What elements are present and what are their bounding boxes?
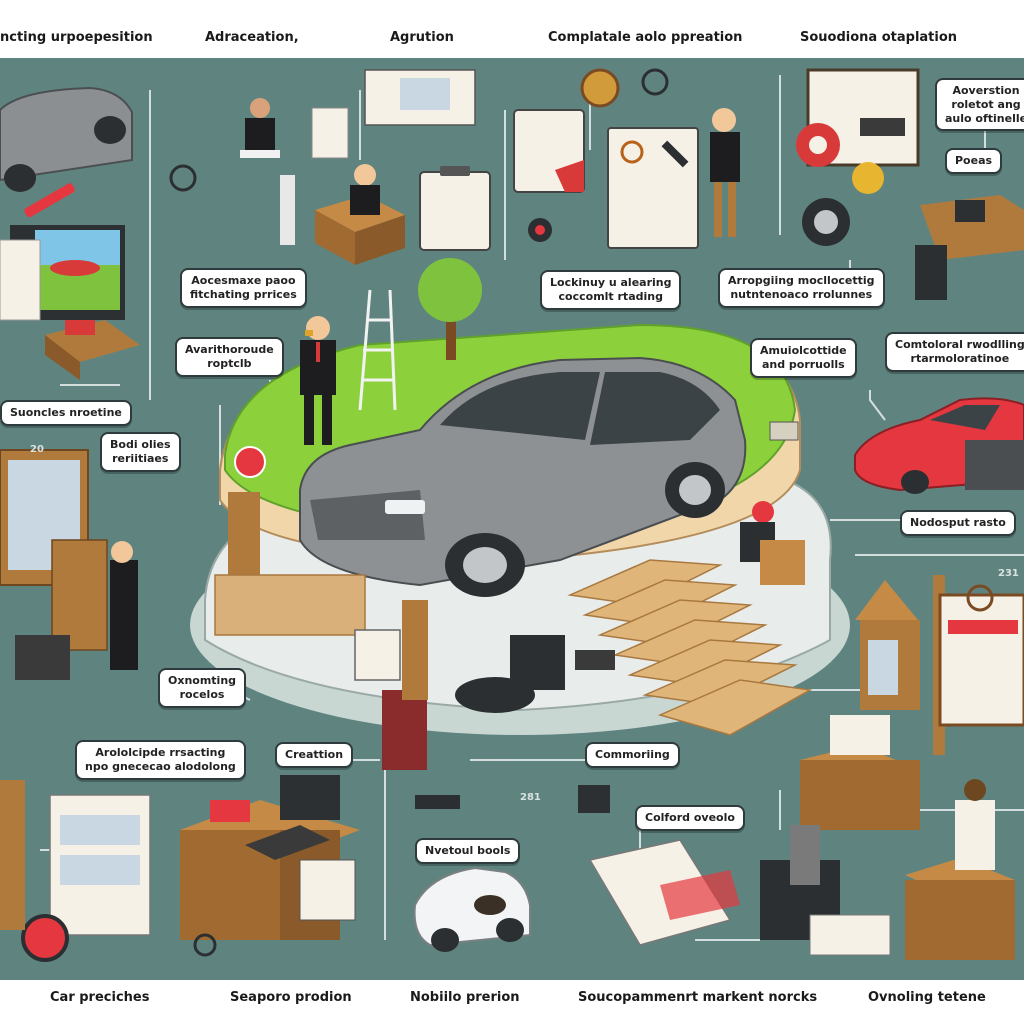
header-label-2: Adraceation,: [205, 30, 299, 45]
grey-suv-illustration: [0, 86, 133, 192]
header-label-4: Complatale aolo ppreation: [548, 30, 743, 45]
header-label-5: Souodiona otaplation: [800, 30, 958, 45]
document-board-illustration: [311, 69, 476, 159]
callout-line: Nvetoul bools: [425, 844, 511, 857]
callout-accessories-pricing: Aocesmaxe paoo fitchating prrices: [180, 268, 307, 308]
number-label-231: 231: [998, 568, 1019, 579]
footer-label-3: Nobiilo prerion: [410, 990, 520, 1005]
callout-line: Commoriing: [595, 748, 670, 761]
callout-nodospul-rasto: Nodosput rasto: [900, 510, 1016, 536]
ladder-illustration: [358, 289, 397, 411]
workbench-illustration: [45, 320, 140, 380]
callout-line: roptclb: [207, 356, 252, 370]
callout-line: Aoverstion: [952, 84, 1020, 97]
callout-comtoloral: Comtoloral rwodlling rtarmoloratinoe: [885, 332, 1024, 372]
callout-nvetoul-bools: Nvetoul bools: [415, 838, 521, 864]
callout-sub-fraetine: Suoncles nroetine: [0, 400, 132, 426]
bottom-center-tools: [354, 600, 615, 770]
callout-line: nutntenoaco rrolunnes: [730, 287, 873, 301]
callout-line: aulo oftinelle: [945, 111, 1024, 125]
callout-line: roletot ang: [951, 97, 1021, 111]
callout-line: Suoncles nroetine: [10, 406, 122, 419]
callout-collord-oveolo: Colford oveolo: [635, 805, 745, 831]
white-car-illustration: [413, 866, 531, 952]
footer-label-4: Soucopammenrt markent norcks: [578, 990, 818, 1005]
callout-line: Amuiolcottide: [760, 344, 847, 357]
callout-arranging: Arropgiing mocllocettig nutntenoaco rrol…: [718, 268, 885, 308]
callout-line: Comtoloral rwodlling: [895, 338, 1024, 351]
callout-line: rocelos: [179, 687, 225, 701]
businessman-figure: [300, 316, 336, 445]
newspaper-stack-illustration: [588, 839, 891, 956]
right-office-illustration: [915, 195, 1024, 300]
callout-creatttion: Creattion: [275, 742, 354, 768]
footer-label-5: Ovnoling tetene: [868, 990, 986, 1005]
callout-line: Bodi olies: [110, 438, 171, 451]
callout-line: Arololcipde rrsacting: [95, 746, 226, 759]
callout-line: npo gnececao alodolong: [85, 759, 236, 773]
header-label-1: ncting urpoepesition: [0, 30, 153, 45]
callout-line: fitchating prrices: [190, 287, 297, 301]
red-sports-car-illustration: [854, 397, 1024, 494]
callout-line: Colford oveolo: [645, 811, 735, 824]
tv-screen-illustration: [0, 225, 125, 321]
callout-aroloolcipde: Arololcipde rrsacting npo gnececao alodo…: [75, 740, 246, 780]
lower-right-desks: [760, 715, 1015, 960]
office-desk-illustration: [245, 98, 405, 265]
main-car-illustration: [299, 356, 747, 597]
callout-line: Creattion: [285, 748, 344, 761]
footer-label-1: Car preciches: [50, 990, 150, 1005]
misc-icons: [15, 68, 689, 957]
callout-aimolicottide: Amuiolcottide and porruolls: [750, 338, 857, 378]
right-businessman-figure: [710, 108, 740, 237]
callout-line: Avarithoroude: [185, 343, 274, 356]
callout-line: Oxnomting: [168, 674, 237, 687]
callout-line: Poeas: [955, 154, 993, 167]
lower-left-documents: [0, 780, 151, 962]
wooden-stairs: [567, 559, 813, 736]
callout-looking-adaring: Lockinuy u alearing coccomlt rtading: [540, 270, 682, 310]
callout-cornmoriaa: Commoriing: [585, 742, 680, 768]
callout-line: and porruolls: [761, 357, 845, 371]
laptop-desk-illustration: [180, 775, 360, 940]
number-label-20: 20: [30, 444, 44, 455]
callout-line: Nodosput rasto: [910, 516, 1006, 529]
callout-line: coccomlt rtading: [558, 289, 663, 303]
header-label-3: Agrution: [390, 30, 454, 45]
platform-left-items: [214, 446, 366, 636]
callout-line: Arropgiing mocllocettig: [728, 274, 875, 287]
footer-label-2: Seaporo prodion: [230, 990, 352, 1005]
right-kiosk-illustration: [855, 575, 1024, 755]
mechanic-figure: [740, 421, 805, 585]
callout-line: rtarmoloratinoe: [910, 351, 1010, 365]
left-monitor-illustration: [0, 449, 138, 670]
callout-avarithroude: Avarithoroude roptclb: [175, 337, 284, 377]
callout-back-office: Bodi olies reriitiaes: [100, 432, 181, 472]
callout-line: reriitiaes: [112, 451, 169, 465]
price-board-illustration: [796, 68, 920, 246]
tree-illustration: [418, 258, 482, 360]
callout-line: Aocesmaxe paoo: [191, 274, 296, 287]
callout-poeas: Poeas: [945, 148, 1003, 174]
callout-ocnoravting: Oxnomting rocelos: [158, 668, 247, 708]
callout-aoverstion: Aoverstion roletot ang aulo oftinelle: [935, 78, 1024, 132]
callout-line: Lockinuy u alearing: [550, 276, 672, 289]
number-label-281: 281: [520, 792, 541, 803]
